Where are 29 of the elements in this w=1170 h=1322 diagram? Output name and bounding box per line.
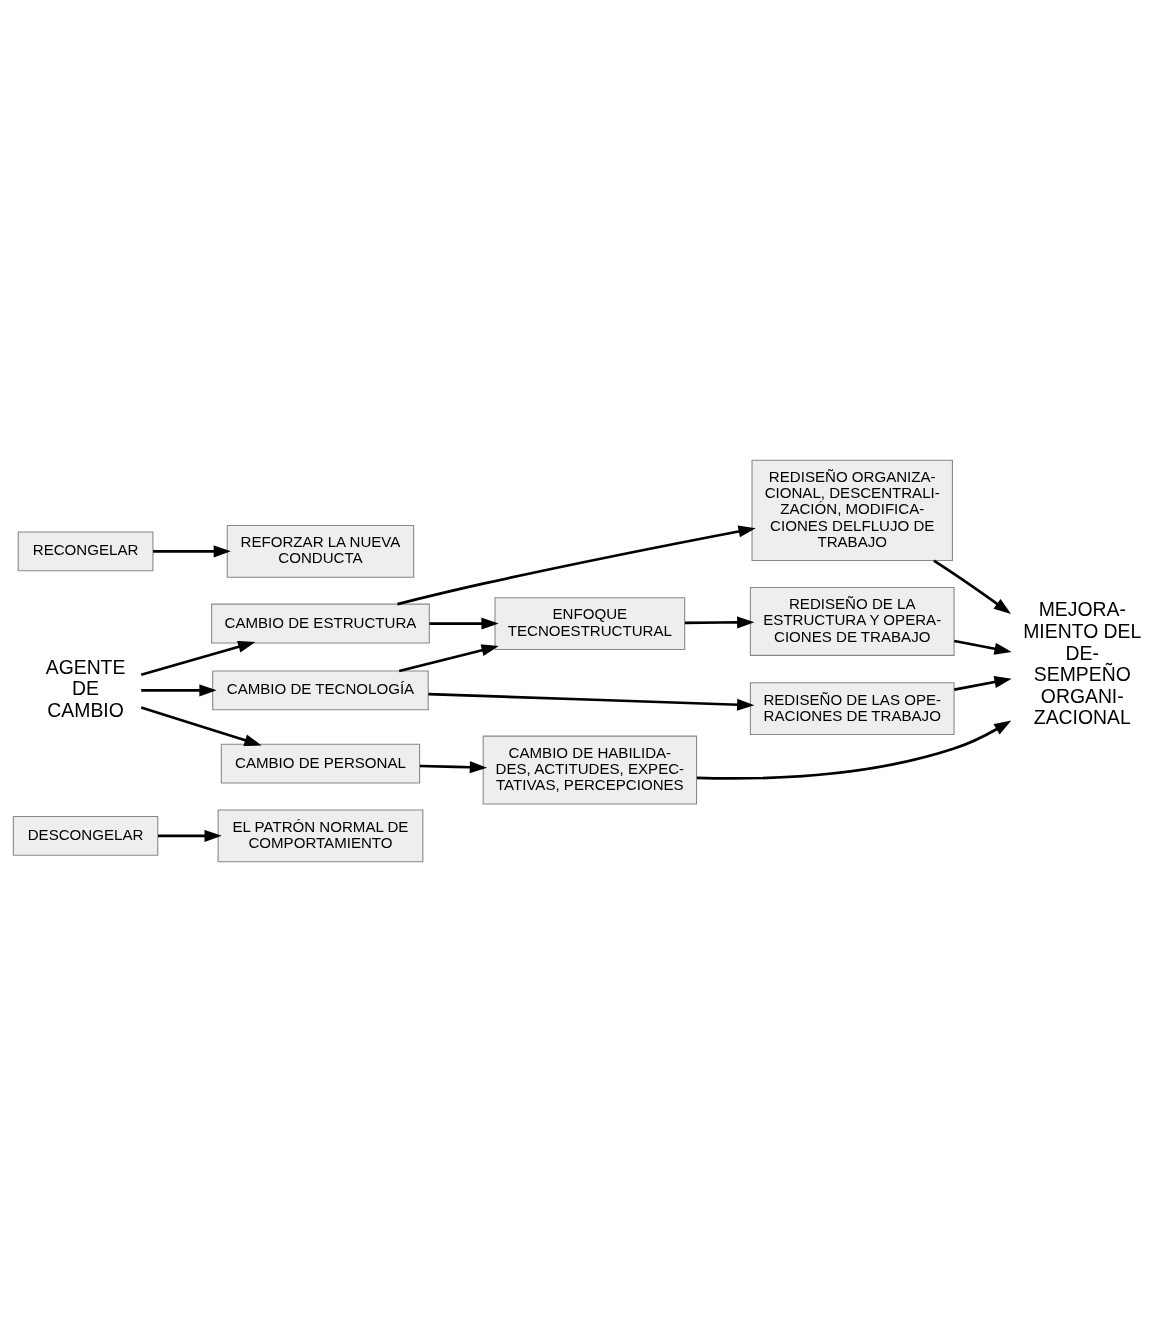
node-box: CAMBIO DE TECNOLOGÍA bbox=[212, 670, 429, 711]
arrow bbox=[696, 720, 1012, 780]
node-box: EL PATRÓN NORMAL DE COMPORTAMIENTO bbox=[217, 809, 424, 863]
arrow bbox=[428, 692, 755, 711]
node-box: CAMBIO DE PERSONAL bbox=[220, 743, 421, 784]
arrow bbox=[140, 706, 262, 747]
arrow bbox=[954, 639, 1012, 655]
arrow bbox=[684, 616, 755, 629]
arrow bbox=[419, 761, 488, 774]
arrow bbox=[397, 525, 756, 606]
arrow bbox=[140, 640, 256, 676]
node-box: DESCONGELAR bbox=[12, 815, 159, 856]
node-text: AGENTE DE CAMBIO bbox=[45, 655, 126, 721]
node-text: MEJORA- MIENTO DEL DE- SEMPEÑO ORGANI- ZACIONAL bbox=[1023, 598, 1142, 729]
arrow bbox=[954, 676, 1012, 691]
node-box: REFORZAR LA NUEVA CONDUCTA bbox=[226, 524, 415, 578]
arrow bbox=[141, 684, 217, 697]
node-box: RECONGELAR bbox=[17, 531, 154, 572]
arrow bbox=[429, 617, 499, 630]
node-box: ENFOQUE TECNOESTRUCTURAL bbox=[494, 597, 686, 650]
arrow bbox=[398, 644, 499, 673]
node-box: REDISEÑO DE LAS OPE- RACIONES DE TRABAJO bbox=[749, 682, 955, 736]
node-box: REDISEÑO ORGANIZA- CIONAL, DESCENTRALI- ZACIÓN, MODIFICA- CIONES DELFLUJO DE TRABAJO bbox=[751, 459, 953, 562]
arrow bbox=[933, 559, 1012, 614]
node-box: CAMBIO DE HABILIDA- DES, ACTITUDES, EXPEC- TATIVAS, PERCEPCIONES bbox=[482, 735, 698, 805]
arrow bbox=[153, 545, 231, 558]
arrow bbox=[158, 829, 222, 842]
node-box: CAMBIO DE ESTRUCTURA bbox=[211, 603, 430, 644]
node-box: REDISEÑO DE LA ESTRUCTURA Y OPERA- CIONES DE TRABAJO bbox=[749, 586, 955, 656]
